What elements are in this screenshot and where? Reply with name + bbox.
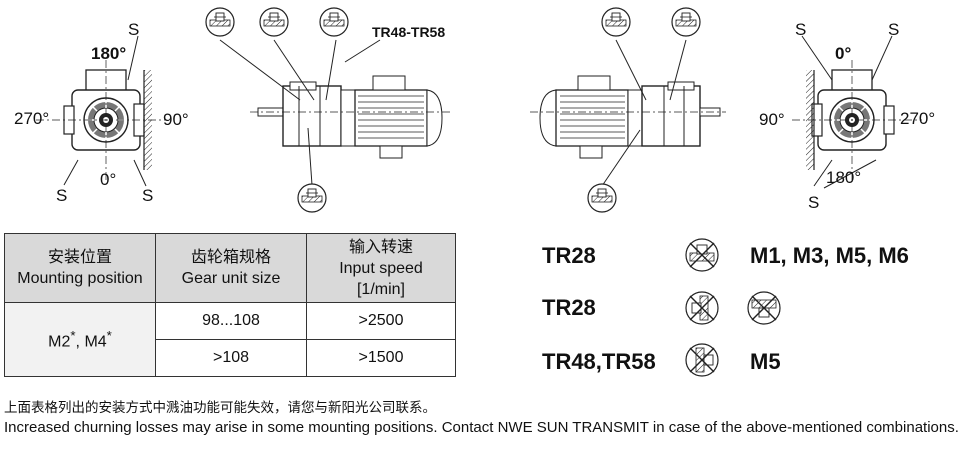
table-header-row: 安装位置 Mounting position 齿轮箱规格 Gear unit s… <box>4 233 456 303</box>
table-row: M2*, M4* 98...108 >2500 <box>4 302 456 377</box>
left-angle-top: 180° <box>91 44 127 63</box>
left-angle-left: 270° <box>14 109 50 128</box>
header-mounting-zh: 安装位置 <box>47 249 112 266</box>
cell-input-speed: >2500 <box>306 302 456 340</box>
right-s-top-right-label: S <box>888 20 900 39</box>
left-s-bottom-right-label: S <box>142 186 154 205</box>
legend-model-3: TR48,TR58 <box>542 349 656 374</box>
note-english: Increased churning losses may arise in s… <box>4 419 959 436</box>
mounting-drawings <box>36 7 922 213</box>
header-mounting-en: Mounting position <box>17 270 143 287</box>
left-s-bottom-left-label: S <box>56 186 68 205</box>
right-angle-right: 270° <box>900 109 936 128</box>
legend-positions-1: M1, M3, M5, M6 <box>750 243 909 268</box>
mounting-speed-table: 安装位置 Mounting position 齿轮箱规格 Gear unit s… <box>4 233 456 377</box>
header-gear-size: 齿轮箱规格 Gear unit size <box>155 233 307 303</box>
position-icon-crossed <box>747 291 781 325</box>
position-icon-crossed <box>685 343 719 377</box>
right-gear-face-view <box>792 35 922 189</box>
left-angle-bottom: 0° <box>100 170 117 189</box>
cell-input-speed: >1500 <box>306 339 456 377</box>
cell-gear-size: >108 <box>155 339 307 377</box>
position-icon-crossed <box>685 291 719 325</box>
position-m4: , M4 <box>75 333 107 351</box>
right-s-bottom-label: S <box>808 193 820 212</box>
right-angle-bottom: 180° <box>826 168 862 187</box>
position-icon-crossed <box>685 238 719 272</box>
left-s-top-label: S <box>128 20 140 39</box>
cell-mounting-position: M2*, M4* <box>4 302 156 377</box>
note-chinese: 上面表格列出的安装方式中溅油功能可能失效，请您与新阳光公司联系。 <box>4 400 436 416</box>
left-angle-right: 90° <box>163 110 189 129</box>
header-speed-en: Input speed <box>339 259 423 277</box>
asterisk-m4: * <box>106 327 112 343</box>
right-side-view <box>530 7 726 213</box>
left-side-view <box>205 7 450 213</box>
header-gear-en: Gear unit size <box>181 270 281 287</box>
right-angle-left: 90° <box>759 110 785 129</box>
position-m2: M2 <box>48 333 71 351</box>
table-row: >108 >1500 <box>5 339 456 377</box>
legend-positions-3: M5 <box>750 349 781 374</box>
header-gear-zh: 齿轮箱规格 <box>190 249 271 266</box>
legend-model-2: TR28 <box>542 295 596 320</box>
header-speed-unit: [1/min] <box>356 280 405 298</box>
model-note-tr48-tr58: TR48-TR58 <box>372 24 446 40</box>
legend-icons <box>685 238 781 377</box>
left-gear-face-view <box>36 35 166 187</box>
header-speed-zh: 输入转速 <box>348 238 413 256</box>
legend-model-1: TR28 <box>542 243 596 268</box>
header-input-speed: 输入转速 Input speed [1/min] <box>306 233 456 303</box>
asterisk-m2: * <box>70 327 76 343</box>
right-s-top-left-label: S <box>795 20 807 39</box>
right-angle-top: 0° <box>835 44 852 63</box>
header-mounting-position: 安装位置 Mounting position <box>4 233 156 303</box>
cell-gear-size: 98...108 <box>155 302 307 340</box>
